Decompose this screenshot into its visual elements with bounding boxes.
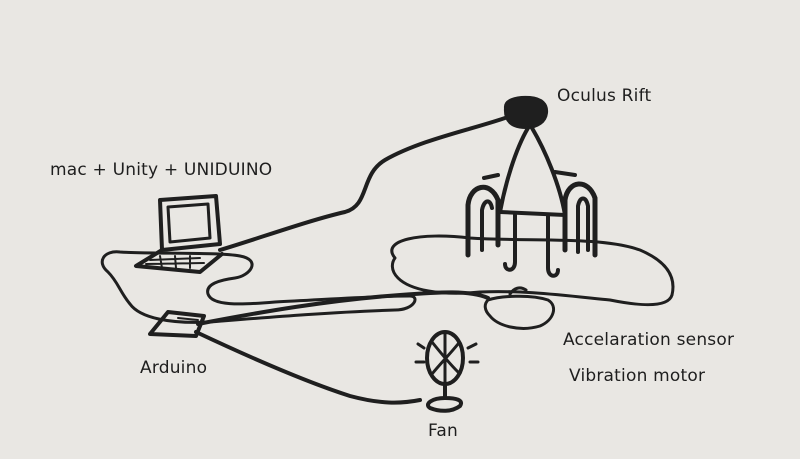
computer-label: mac + Unity + UNIDUINO <box>50 160 273 180</box>
acceleration-sensor-label: Accelaration sensor <box>563 330 735 350</box>
laptop-base <box>134 248 224 274</box>
laptop-screen <box>158 194 222 252</box>
chair-inner-right <box>576 196 590 254</box>
arduino-label: Arduino <box>140 358 208 378</box>
fan-label: Fan <box>428 421 459 441</box>
chair-inner-left <box>480 199 494 252</box>
vibration-motor-label: Vibration motor <box>569 366 706 386</box>
fan-cable <box>194 330 422 405</box>
laptop-keys <box>145 255 205 269</box>
person-leg-left <box>503 213 517 272</box>
sensor-cable <box>196 290 490 326</box>
floor-mat-outline <box>390 234 675 307</box>
person-leg-right <box>546 214 560 278</box>
arduino-detail <box>177 317 199 321</box>
chair-frame-right <box>562 181 598 258</box>
sensor-lead <box>508 286 528 296</box>
table-surface <box>100 250 417 324</box>
person-arm-left <box>482 173 500 180</box>
oculus-rift-headset <box>503 95 549 130</box>
arduino-board <box>148 310 206 338</box>
sensor-pad <box>483 294 556 330</box>
fan-stand <box>426 382 463 413</box>
person-arm-right <box>553 170 577 177</box>
person-body <box>498 126 567 217</box>
headset-cable <box>218 116 507 252</box>
fan-wind-lines <box>414 342 480 364</box>
oculus-rift-label: Oculus Rift <box>557 86 652 106</box>
fan-blade-lines <box>430 330 460 386</box>
chair-frame <box>465 185 501 258</box>
laptop-screen-inner <box>166 202 212 244</box>
